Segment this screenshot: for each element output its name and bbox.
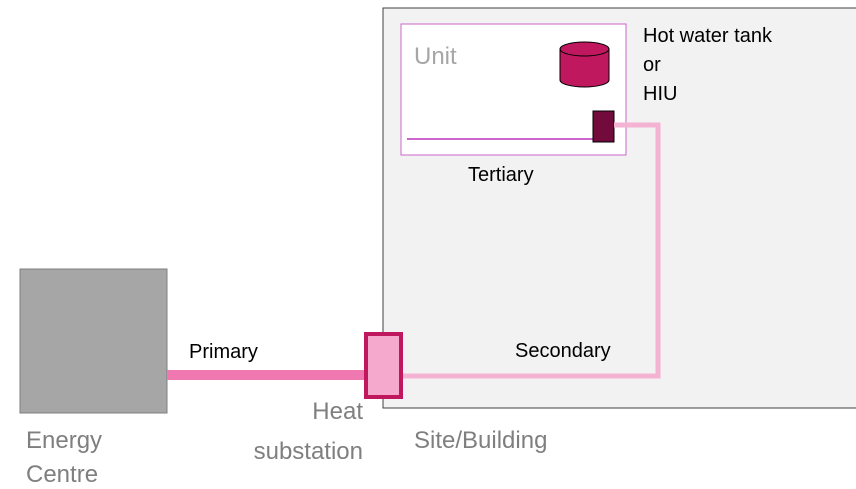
secondary-label: Secondary: [515, 340, 611, 362]
tertiary-label: Tertiary: [468, 164, 534, 186]
hot-water-label-line1: Hot water tank: [643, 25, 773, 47]
heat-substation-label-line2: substation: [254, 438, 363, 465]
heat-substation-label-line1: Heat: [312, 398, 363, 425]
hiu-icon: [592, 110, 615, 143]
energy-centre-label-line2: Centre: [26, 461, 98, 488]
unit-label: Unit: [414, 43, 457, 70]
hot-water-tank-icon: [559, 41, 610, 88]
energy-centre-label-line1: Energy: [26, 427, 102, 454]
primary-label: Primary: [189, 341, 258, 363]
heat-substation-box: [364, 332, 403, 399]
hot-water-label-line2: or: [643, 54, 661, 76]
energy-centre-box: [19, 268, 168, 414]
secondary-pipe: [401, 122, 661, 379]
hot-water-label-line3: HIU: [643, 83, 677, 105]
site-building-label: Site/Building: [414, 427, 547, 454]
